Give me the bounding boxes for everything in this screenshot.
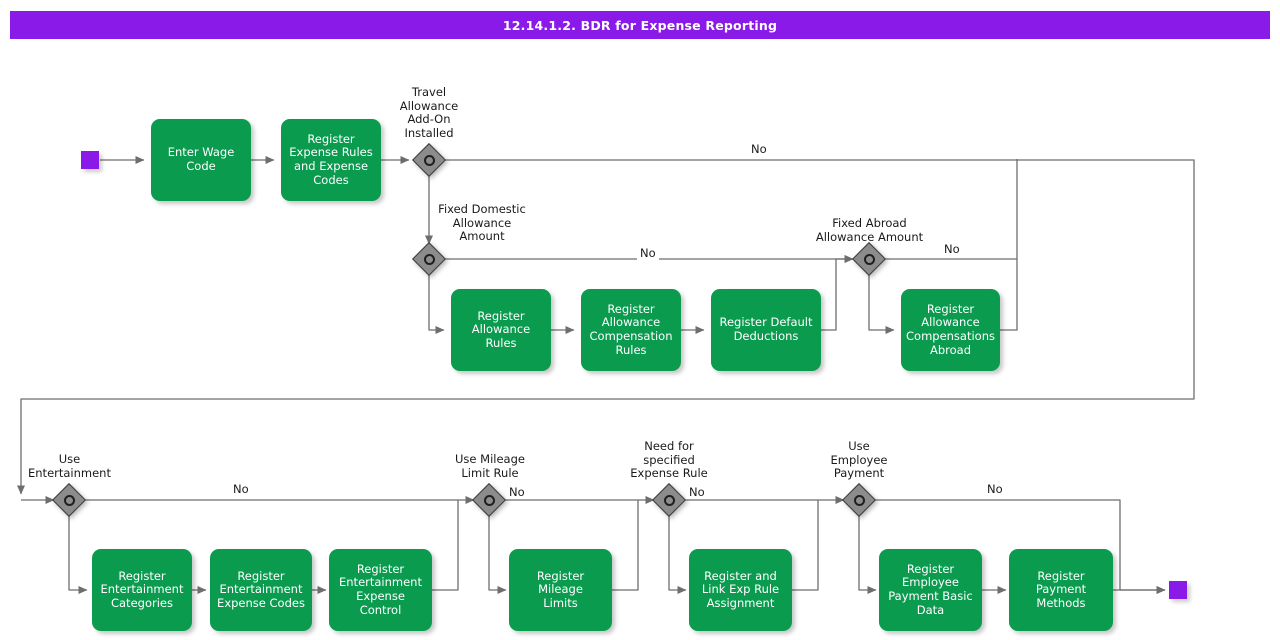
gateway-travel-allowance-add-on-installed[interactable]: [412, 143, 446, 177]
task-label: Register Allowance Compensations Abroad: [906, 301, 995, 357]
gateway-inclusive-circle-icon: [663, 494, 675, 506]
task-label: Register Employee Payment Basic Data: [888, 561, 973, 617]
gateway-inclusive-circle-icon: [423, 154, 435, 166]
edge-ent-control-to-gw-mileage: [432, 500, 459, 591]
task-register-entertainment-expense-control[interactable]: Register Entertainment Expense Control: [329, 549, 432, 631]
task-register-mileage-limits[interactable]: Register Mileage Limits: [509, 549, 612, 631]
task-register-allowance-compensations-abroad[interactable]: Register Allowance Compensations Abroad: [901, 289, 1000, 371]
task-label: Register Entertainment Expense Codes: [217, 568, 305, 610]
edge-gw-fixed-abroad-yes: [868, 275, 895, 334]
gateway-need-for-specified-expense-rule[interactable]: [652, 483, 686, 517]
edge-label-no-use-employee-payment: No: [984, 483, 1006, 496]
gateway-inclusive-circle-icon: [863, 253, 875, 265]
edge-label-no-fixed-domestic: No: [637, 247, 659, 260]
edge-gw-fixed-domestic-yes: [428, 275, 445, 334]
task-label: Register Expense Rules and Expense Codes: [289, 131, 373, 187]
edge-gw-employee-yes: [858, 516, 877, 594]
gateway-inclusive-circle-icon: [63, 494, 75, 506]
task-enter-wage-code[interactable]: Enter Wage Code: [151, 119, 251, 201]
edge-abroad-to-return: [1000, 259, 1018, 331]
edge-label-no-need-expense-rule: No: [686, 486, 708, 499]
gateway-use-entertainment[interactable]: [52, 483, 86, 517]
task-register-expense-rules-and-expense-codes[interactable]: Register Expense Rules and Expense Codes: [281, 119, 381, 201]
task-register-entertainment-categories[interactable]: Register Entertainment Categories: [92, 549, 192, 631]
gateway-caption-fixed-abroad-allowance-amount: Fixed Abroad Allowance Amount: [815, 216, 924, 244]
task-label: Register and Link Exp Rule Assignment: [701, 568, 780, 610]
edge-gw-entertainment-yes: [68, 516, 88, 594]
task-label: Register Default Deductions: [719, 315, 813, 343]
gateway-inclusive-circle-icon: [423, 253, 435, 265]
gateway-caption-need-for-specified-expense-rule: Need for specified Expense Rule: [630, 439, 708, 480]
edge-label-no-use-entertainment: No: [230, 483, 252, 496]
task-register-allowance-rules[interactable]: Register Allowance Rules: [451, 289, 551, 371]
edge-default-deductions-to-gw-fixed-abroad: [821, 255, 854, 331]
task-label: Register Entertainment Categories: [100, 568, 184, 610]
end-event[interactable]: [1169, 581, 1187, 599]
task-register-payment-methods[interactable]: Register Payment Methods: [1009, 549, 1113, 631]
edge-exp-rule-to-gw-employee: [792, 500, 819, 591]
gateway-caption-use-entertainment: Use Entertainment: [28, 452, 111, 480]
gateway-caption-travel-allowance-add-on-installed: Travel Allowance Add-On Installed: [399, 85, 459, 140]
gateway-inclusive-circle-icon: [483, 494, 495, 506]
task-label: Enter Wage Code: [167, 145, 235, 173]
edge-gw-mileage-yes: [488, 516, 507, 594]
edge-label-no-use-mileage: No: [506, 486, 528, 499]
page-title: 12.14.1.2. BDR for Expense Reporting: [502, 17, 778, 33]
task-register-entertainment-expense-codes[interactable]: Register Entertainment Expense Codes: [210, 549, 312, 631]
gateway-use-mileage-limit-rule[interactable]: [472, 483, 506, 517]
gateway-fixed-abroad-allowance-amount[interactable]: [852, 242, 886, 276]
gateway-caption-use-employee-payment: Use Employee Payment: [830, 439, 888, 480]
gateway-fixed-domestic-allowance-amount[interactable]: [412, 242, 446, 276]
edge-label-no-travel-allowance: No: [748, 143, 770, 156]
gateway-caption-use-mileage-limit-rule: Use Mileage Limit Rule: [455, 452, 525, 480]
task-label: Register Allowance Rules: [471, 308, 531, 350]
task-register-employee-payment-basic-data[interactable]: Register Employee Payment Basic Data: [879, 549, 982, 631]
task-label: Register Payment Methods: [1035, 568, 1087, 610]
task-register-and-link-exp-rule-assignment[interactable]: Register and Link Exp Rule Assignment: [689, 549, 792, 631]
task-register-allowance-compensation-rules[interactable]: Register Allowance Compensation Rules: [581, 289, 681, 371]
gateway-caption-fixed-domestic-allowance-amount: Fixed Domestic Allowance Amount: [438, 202, 526, 243]
edge-mileage-limits-to-gw-need: [612, 500, 639, 591]
start-event[interactable]: [81, 151, 99, 169]
task-label: Register Entertainment Expense Control: [339, 561, 422, 617]
task-register-default-deductions[interactable]: Register Default Deductions: [711, 289, 821, 371]
edge-label-no-fixed-abroad: No: [941, 243, 963, 256]
task-label: Register Mileage Limits: [536, 568, 585, 610]
edge-gw-need-yes: [668, 516, 687, 594]
diagram-title-bar: 12.14.1.2. BDR for Expense Reporting: [10, 11, 1270, 39]
task-label: Register Allowance Compensation Rules: [589, 301, 673, 357]
gateway-inclusive-circle-icon: [853, 494, 865, 506]
gateway-use-employee-payment[interactable]: [842, 483, 876, 517]
